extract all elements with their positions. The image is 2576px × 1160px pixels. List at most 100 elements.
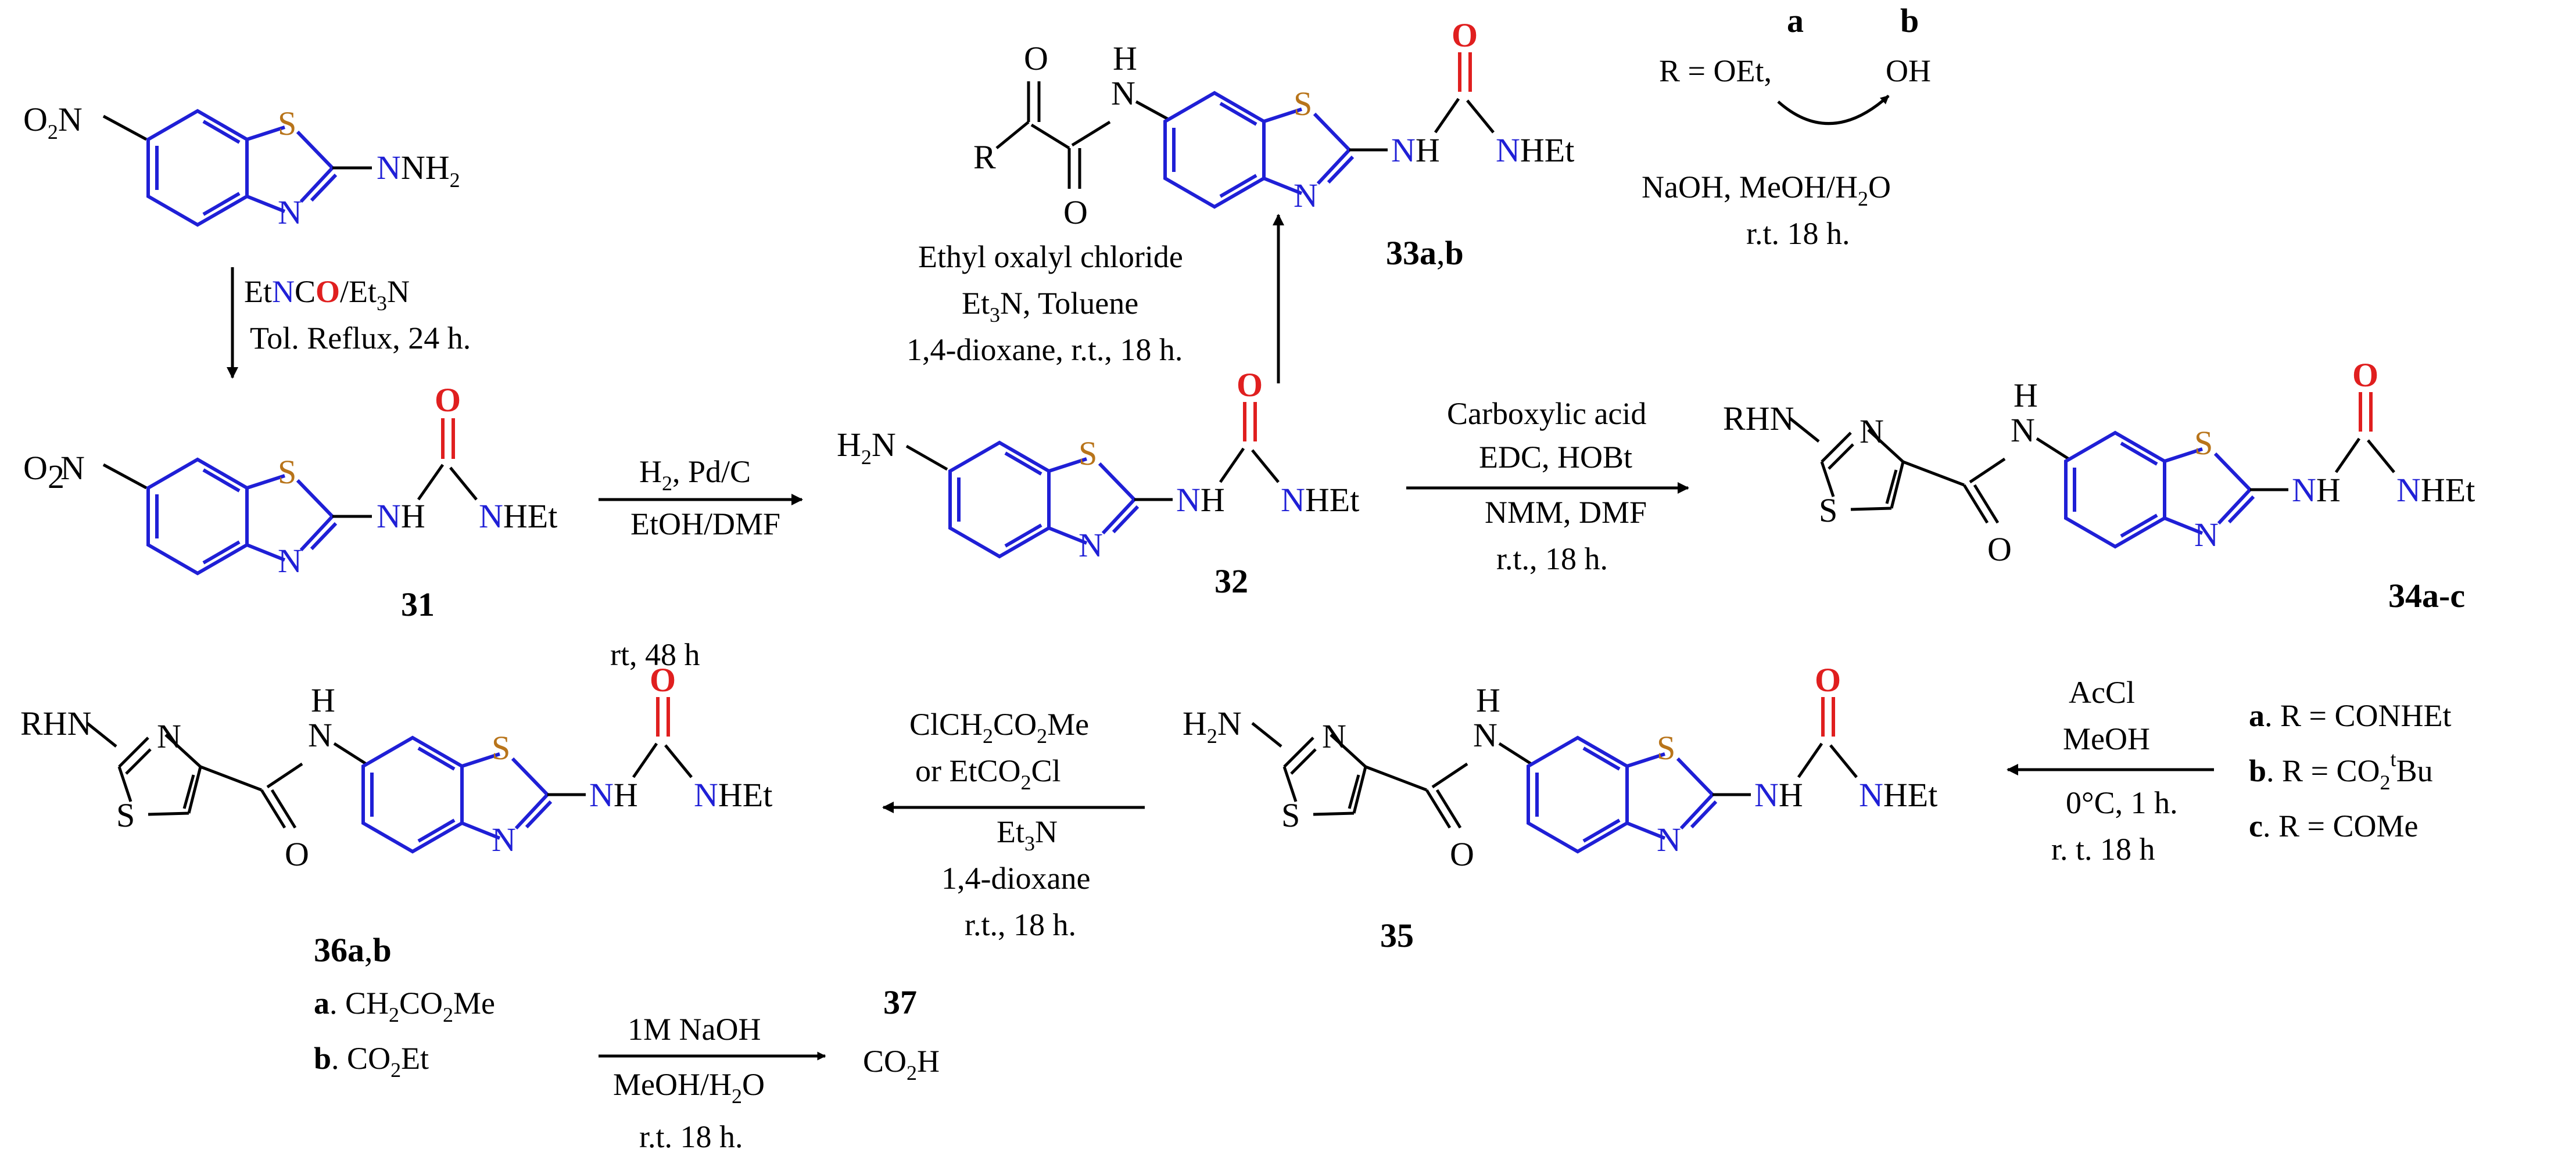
step1-line1: EtNCO/Et3N: [244, 274, 410, 315]
step2-line1: H2, Pd/C: [639, 454, 751, 495]
step1-line2: Tol. Reflux, 24 h.: [250, 321, 471, 355]
step3-line2: Et3N, Toluene: [962, 286, 1138, 326]
svg-text:NH: NH: [377, 497, 425, 535]
nitrogen-atom: N: [278, 193, 302, 231]
compound-33: R O O H N S N NH O NHEt 33a,b: [973, 16, 1574, 272]
compound-35: H2N N S O H N S N NH O NHEt 35: [1183, 661, 1937, 954]
product-37-formula: CO2H: [863, 1044, 940, 1084]
sulfur-atom: S: [278, 105, 296, 142]
step4-line1: Carboxylic acid: [1447, 396, 1646, 431]
svg-text:NHEt: NHEt: [2396, 471, 2475, 509]
compound-34: RHN N S O H N S N NH O NHEt 34a-c: [1723, 356, 2475, 615]
step6-line4: 1,4-dioxane: [941, 861, 1090, 896]
svg-text:S: S: [1819, 491, 1837, 529]
svg-text:NH: NH: [1754, 776, 1803, 814]
svg-text:H: H: [311, 681, 335, 719]
svg-text:RHN: RHN: [20, 705, 91, 742]
svg-text:N: N: [1860, 412, 1884, 450]
nh2-label: NNH2: [377, 149, 460, 192]
label-34: 34a-c: [2388, 577, 2465, 615]
svg-text:H: H: [2013, 376, 2038, 414]
svg-text:NHEt: NHEt: [1496, 131, 1574, 169]
svg-text:NHEt: NHEt: [1859, 776, 1937, 814]
step2-line3: rt, 48 h: [610, 637, 700, 672]
svg-text:S: S: [116, 796, 135, 834]
svg-text:H: H: [1476, 681, 1500, 719]
svg-text:NH: NH: [1176, 481, 1225, 519]
step7-line1: 1M NaOH: [628, 1012, 761, 1047]
r-groups-36: a. CH2CO2Me b. CO2Et: [314, 986, 495, 1082]
svg-text:N: N: [1294, 177, 1318, 214]
svg-text:O: O: [650, 661, 676, 699]
svg-text:a. R = CONHEt: a. R = CONHEt: [2249, 698, 2451, 733]
svg-text:O: O: [435, 381, 461, 419]
svg-text:a. CH2CO2Me: a. CH2CO2Me: [314, 986, 495, 1026]
svg-text:N: N: [157, 717, 181, 755]
svg-text:r.t. 18 h.: r.t. 18 h.: [1746, 216, 1850, 251]
svg-text:b: b: [1900, 2, 1919, 39]
start-material: O2N S N NNH2: [23, 100, 460, 231]
step3-line1: Ethyl oxalyl chloride: [918, 239, 1183, 274]
o2n-label: O2N: [23, 100, 83, 143]
svg-text:S: S: [278, 453, 296, 491]
r-groups-34: a. R = CONHEt b. R = CO2tBu c. R = COMe: [2249, 698, 2451, 843]
svg-text:c. R = COMe: c. R = COMe: [2249, 809, 2418, 843]
svg-text:O: O: [1024, 39, 1048, 77]
svg-text:H2N: H2N: [1183, 705, 1242, 748]
svg-text:S: S: [1657, 729, 1675, 767]
compound-36: RHN N S O H N S N NH O NHEt 36a,b: [20, 661, 772, 969]
svg-text:N: N: [1657, 821, 1681, 859]
label-31: 31: [401, 586, 435, 623]
hydrolysis-note: a b R = OEt, OH NaOH, MeOH/H2O r.t. 18 h…: [1642, 2, 1931, 251]
label-37: 37: [883, 983, 917, 1021]
label-36: 36a,b: [314, 931, 392, 969]
svg-text:S: S: [2194, 424, 2213, 462]
svg-text:O: O: [1063, 193, 1088, 231]
svg-text:O: O: [2352, 356, 2378, 394]
svg-text:NHEt: NHEt: [479, 497, 557, 535]
svg-text:N: N: [2011, 411, 2035, 449]
svg-text:O: O: [1450, 835, 1474, 873]
svg-text:b. R = CO2tBu: b. R = CO2tBu: [2249, 748, 2433, 794]
svg-text:NHEt: NHEt: [694, 776, 772, 814]
svg-text:2: 2: [48, 458, 65, 495]
svg-text:N: N: [2194, 516, 2219, 554]
svg-text:N: N: [492, 821, 516, 859]
step6-line5: r.t., 18 h.: [965, 907, 1076, 942]
svg-text:H2N: H2N: [837, 426, 896, 469]
step5-line1: AcCl: [2069, 675, 2135, 710]
svg-text:NH: NH: [2292, 471, 2341, 509]
svg-text:R = OEt,: R = OEt,: [1659, 53, 1772, 88]
svg-text:O: O: [285, 835, 309, 873]
label-35: 35: [1380, 917, 1414, 954]
svg-text:N: N: [60, 449, 85, 487]
label-32: 32: [1214, 562, 1248, 600]
step5-line2: MeOH: [2063, 721, 2150, 756]
step5-line3: 0°C, 1 h.: [2066, 785, 2178, 820]
svg-text:S: S: [1281, 796, 1300, 834]
svg-text:N: N: [1079, 526, 1103, 564]
svg-text:R: R: [973, 138, 996, 176]
step4-line4: r.t., 18 h.: [1496, 541, 1608, 576]
step7-line3: r.t. 18 h.: [639, 1119, 743, 1154]
svg-text:N: N: [1473, 716, 1497, 754]
svg-text:O: O: [1452, 16, 1478, 54]
step7-line2: MeOH/H2O: [613, 1067, 765, 1108]
step2-line2: EtOH/DMF: [630, 507, 780, 541]
svg-text:S: S: [1079, 434, 1097, 472]
o2n-label-31: O: [23, 449, 48, 487]
svg-text:H: H: [1113, 39, 1137, 77]
svg-text:S: S: [1294, 85, 1312, 123]
step6-line3: Et3N: [997, 814, 1058, 855]
svg-text:NH: NH: [1391, 131, 1440, 169]
step5-line4: r. t. 18 h: [2051, 832, 2155, 867]
svg-text:O: O: [1815, 661, 1841, 699]
step4-line3: NMM, DMF: [1485, 495, 1647, 530]
step3-line3: 1,4-dioxane, r.t., 18 h.: [907, 332, 1183, 367]
svg-text:N: N: [278, 542, 302, 580]
svg-text:b. CO2Et: b. CO2Et: [314, 1041, 429, 1082]
label-33: 33a,b: [1386, 234, 1464, 272]
svg-text:S: S: [492, 729, 510, 767]
svg-text:N: N: [1322, 717, 1346, 755]
